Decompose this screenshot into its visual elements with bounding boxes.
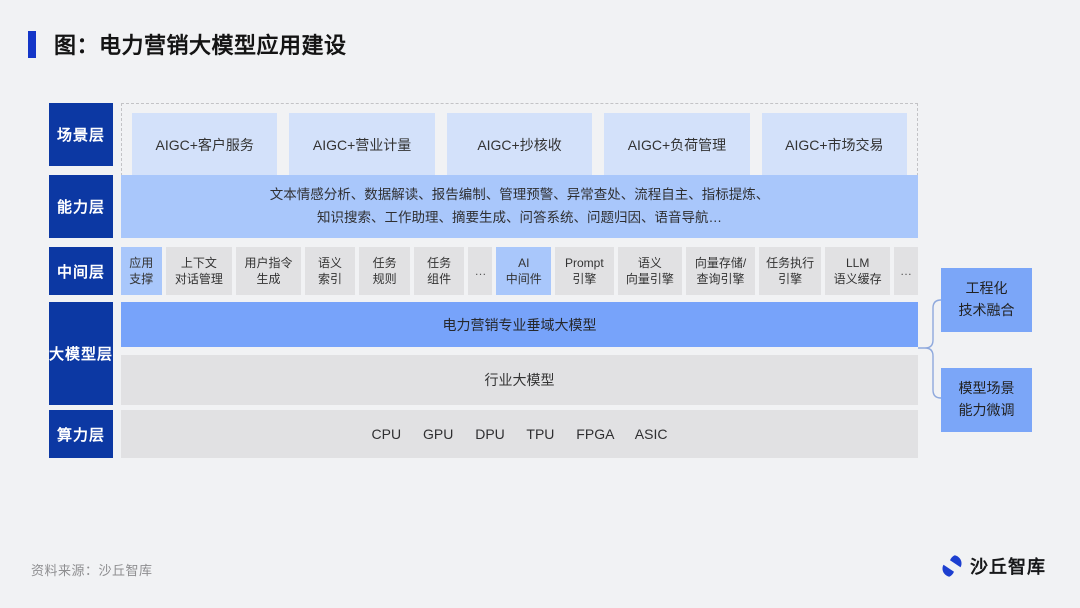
layer-row-middleware: 中间层 应用 支撑 上下文 对话管理 用户指令 生成 语义 索引 任务 规则 任… (49, 247, 918, 295)
middleware-ellipsis: … (468, 247, 493, 295)
middleware-item: LLM 语义缓存 (825, 247, 890, 295)
middleware-item: 上下文 对话管理 (165, 247, 233, 295)
middleware-content: 应用 支撑 上下文 对话管理 用户指令 生成 语义 索引 任务 规则 任务 组件… (121, 247, 918, 295)
layer-label-model: 大模型层 (49, 302, 113, 405)
layer-row-model: 大模型层 电力营销专业垂域大模型 行业大模型 (49, 302, 918, 405)
side-note-finetune: 模型场景 能力微调 (941, 368, 1032, 432)
layer-label-middleware: 中间层 (49, 247, 113, 295)
logo-text: 沙丘智库 (970, 557, 1046, 577)
scenario-item: AIGC+抄核收 (446, 113, 593, 176)
layer-row-compute: 算力层 CPU GPU DPU TPU FPGA ASIC (49, 410, 918, 458)
middleware-item: Prompt 引擎 (555, 247, 614, 295)
title-row: 图：电力营销大模型应用建设 (28, 28, 347, 60)
logo-s-icon (942, 555, 962, 577)
middleware-ellipsis: … (893, 247, 918, 295)
source-note: 资料来源：沙丘智库 (31, 563, 153, 578)
middleware-items-container: 应用 支撑 上下文 对话管理 用户指令 生成 语义 索引 任务 规则 任务 组件… (121, 247, 918, 295)
layer-label-scenario: 场景层 (49, 103, 113, 166)
model-content: 电力营销专业垂域大模型 行业大模型 (121, 302, 918, 405)
scenario-item: AIGC+营业计量 (289, 113, 435, 176)
middleware-item: 任务 组件 (413, 247, 465, 295)
scenario-items-container: AIGC+客户服务 AIGC+营业计量 AIGC+抄核收 AIGC+负荷管理 A… (121, 103, 918, 186)
side-note-engineering: 工程化 技术融合 (941, 268, 1032, 332)
layer-row-capability: 能力层 文本情感分析、数据解读、报告编制、管理预警、异常查处、流程自主、指标提炼… (49, 175, 918, 238)
middleware-item: 语义 向量引擎 (617, 247, 683, 295)
brace-connector (918, 299, 945, 399)
page-title: 图：电力营销大模型应用建设 (54, 33, 347, 58)
middleware-item: 任务执行 引擎 (758, 247, 822, 295)
compute-box: CPU GPU DPU TPU FPGA ASIC (121, 410, 918, 458)
layer-label-compute: 算力层 (49, 410, 113, 458)
scenario-item: AIGC+负荷管理 (604, 113, 750, 176)
industry-model-box: 行业大模型 (121, 355, 918, 405)
scenario-item: AIGC+客户服务 (132, 113, 278, 176)
layer-row-scenario: 场景层 AIGC+客户服务 AIGC+营业计量 AIGC+抄核收 AIGC+负荷… (49, 103, 918, 186)
middleware-item: 用户指令 生成 (236, 247, 301, 295)
title-accent-bar (28, 30, 36, 58)
middleware-item: 向量存储/ 查询引擎 (686, 247, 755, 295)
scenario-content: AIGC+客户服务 AIGC+营业计量 AIGC+抄核收 AIGC+负荷管理 A… (121, 103, 918, 186)
middleware-item: 应用 支撑 (121, 247, 162, 295)
middleware-item: 任务 规则 (359, 247, 410, 295)
middleware-item: 语义 索引 (304, 247, 356, 295)
middleware-item: AI 中间件 (496, 247, 552, 295)
brand-logo: 沙丘智库 (940, 553, 1046, 579)
scenario-item: AIGC+市场交易 (761, 113, 908, 176)
domain-model-box: 电力营销专业垂域大模型 (121, 302, 918, 347)
layer-label-capability: 能力层 (49, 175, 113, 238)
compute-content: CPU GPU DPU TPU FPGA ASIC (121, 410, 918, 458)
capability-content: 文本情感分析、数据解读、报告编制、管理预警、异常查处、流程自主、指标提炼、 知识… (121, 175, 918, 238)
capability-box: 文本情感分析、数据解读、报告编制、管理预警、异常查处、流程自主、指标提炼、 知识… (121, 175, 918, 238)
